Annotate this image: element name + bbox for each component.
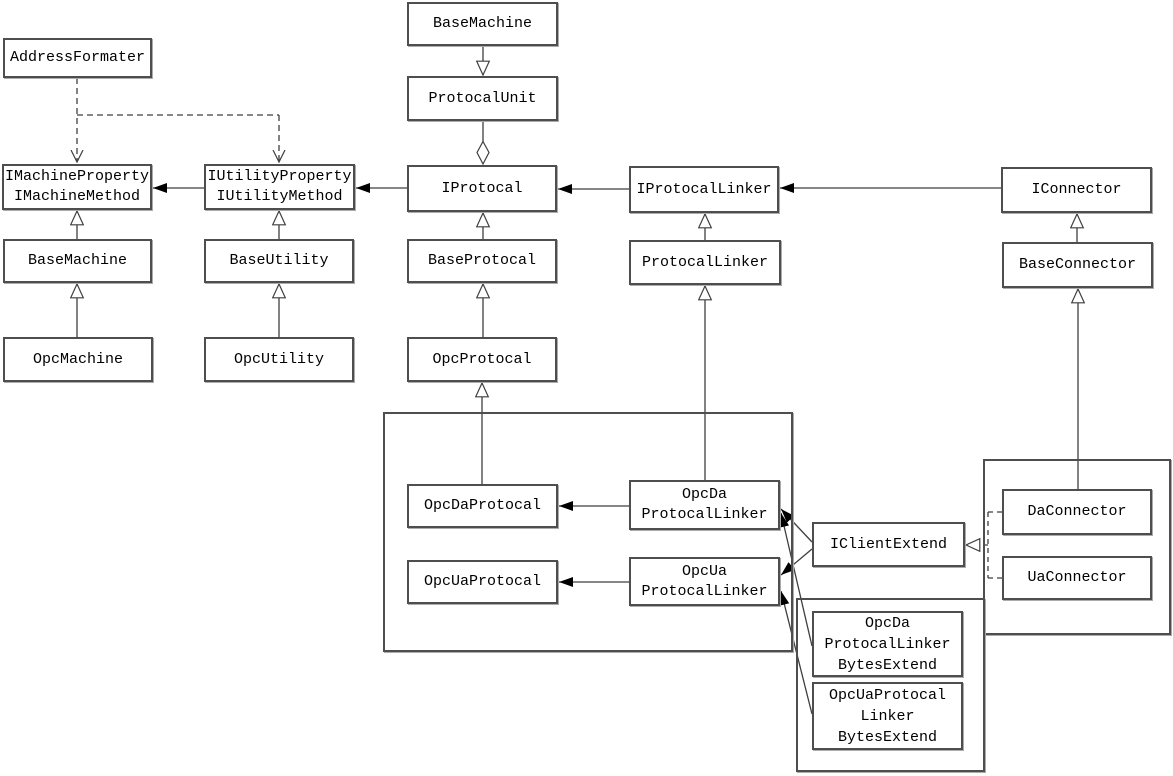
class-box-iprotocallinker: IProtocalLinker [629,166,779,213]
class-label: UaConnector [1027,569,1127,586]
class-label: IUtilityMethod [216,188,343,205]
class-label: BaseConnector [1018,256,1137,273]
class-label: OpcDa [681,486,727,503]
class-box-opcprotocal: OpcProtocal [407,337,557,382]
class-box-opcdaprotocallinkerbytesextend: OpcDa ProtocalLinker BytesExtend [812,611,963,677]
class-box-imachineproperty: IMachineProperty IMachineMethod [2,164,152,210]
class-label: IProtocal [441,179,523,197]
class-label: ProtocalUnit [428,89,537,107]
class-label: BaseUtility [229,252,329,269]
edge-assoc-opcdabytes-opcdalinker [779,512,813,647]
class-label: ProtocalLinker [824,635,951,653]
class-box-iconnector: IConnector [1001,167,1152,213]
class-box-opcuaprotocallinkerbytesextend: OpcUaProtocal Linker BytesExtend [812,682,963,750]
class-label: OpcMachine [32,350,123,368]
class-box-opcdaprotocal: OpcDaProtocal [407,484,558,528]
class-box-uaconnector: UaConnector [1002,556,1152,600]
class-label: IUtilityProperty [207,168,352,185]
class-label: IMachineMethod [13,188,141,205]
class-box-opcmachine: OpcMachine [3,337,153,382]
class-label: OpcProtocal [432,350,532,368]
class-box-opcdaprotocallinker: OpcDa ProtocalLinker [629,480,780,530]
class-label: BaseMachine [432,15,533,32]
class-box-baseutility: BaseUtility [204,239,354,283]
class-box-iclientextend: IClientExtend [812,522,965,567]
class-label: AddressFormater [9,49,146,66]
class-box-opcuaprotocallinker: OpcUa ProtocalLinker [629,557,780,606]
class-label: BaseProtocal [427,252,537,269]
class-box-basemachine: BaseMachine [3,239,152,283]
class-label: OpcDa [864,614,910,632]
class-label: Linker [860,707,915,725]
class-box-daconnector: DaConnector [1002,489,1152,535]
class-box-baseconnector: BaseConnector [1002,242,1153,288]
group-opc-protocal-linker-box [383,412,793,652]
class-label: BytesExtend [837,656,938,674]
class-label: OpcDaProtocal [423,497,542,514]
class-label: OpcUtility [233,350,324,368]
class-box-protocalunit: ProtocalUnit [407,76,558,121]
class-label: BytesExtend [837,728,938,746]
class-box-basemachine-top: BaseMachine [407,2,558,46]
class-label: BaseMachine [27,252,128,269]
class-label: ProtocalLinker [641,253,769,271]
class-label: IClientExtend [829,535,948,553]
class-label: IMachineProperty [4,168,150,185]
class-label: IConnector [1031,181,1122,198]
class-label: IProtocalLinker [636,180,772,198]
class-label: OpcUa [681,562,727,580]
class-label: DaConnector [1027,503,1127,520]
class-box-opcutility: OpcUtility [204,337,354,382]
class-label: ProtocalLinker [641,582,768,600]
group-connector-box [983,459,1171,635]
class-box-addressformater: AddressFormater [3,38,152,78]
class-label: OpcUaProtocal [828,686,947,704]
group-bytes-extend-box [796,598,985,772]
edge-assoc-iclientextend-opcualinker [780,548,813,576]
class-box-iutilityproperty: IUtilityProperty IUtilityMethod [204,164,355,210]
class-label: ProtocalLinker [641,506,768,523]
class-box-iprotocal: IProtocal [407,165,557,212]
class-box-opcuaprotocal: OpcUaProtocal [407,560,558,604]
class-box-protocallinker: ProtocalLinker [629,240,781,285]
class-box-baseprotocal: BaseProtocal [407,239,557,283]
class-label: OpcUaProtocal [423,573,542,590]
